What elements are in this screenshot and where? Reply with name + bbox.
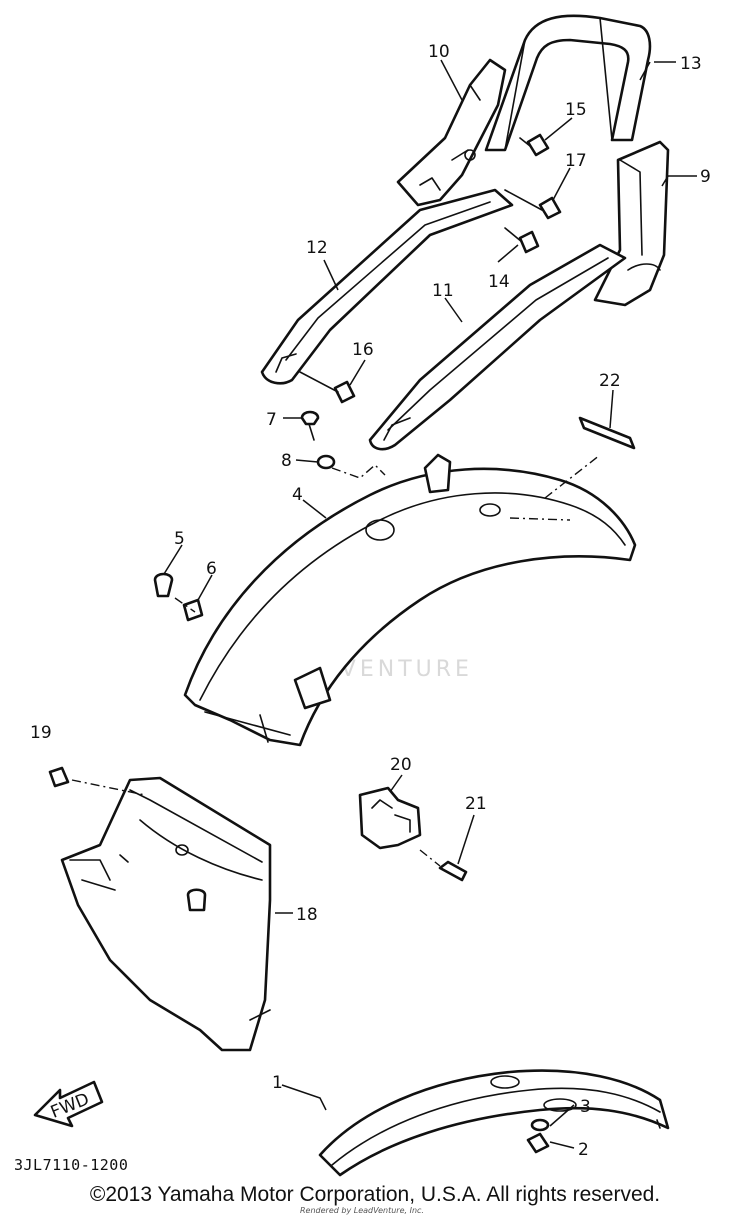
part-label: 15: [565, 100, 587, 120]
nut-8: [316, 454, 336, 470]
part-label: 10: [428, 42, 450, 62]
part-label: 20: [390, 755, 412, 775]
part-label: 4: [292, 485, 303, 505]
fwd-arrow: FWD: [33, 1080, 104, 1128]
label-22: [578, 416, 636, 450]
part-label: 14: [488, 272, 510, 292]
copyright-footer: ©2013 Yamaha Motor Corporation, U.S.A. A…: [89, 1183, 661, 1206]
part-label: 8: [281, 451, 292, 471]
part-label: 9: [700, 167, 711, 187]
bolt-5: [153, 572, 174, 598]
part-label: 12: [306, 238, 328, 258]
bolt-15: [519, 133, 550, 157]
drawing-code: 3JL7110-1200: [14, 1156, 129, 1174]
part-label: 5: [174, 529, 185, 549]
screw-21: [419, 849, 468, 882]
bolt-16: [299, 371, 356, 404]
part-label: 22: [599, 371, 621, 391]
part-label: 18: [296, 905, 318, 925]
part-label: 6: [206, 559, 217, 579]
part-label: 11: [432, 281, 454, 301]
grab-bar-13: [484, 14, 652, 152]
front-fender-1: [318, 1069, 670, 1177]
part-labels: 10 13 15 17 9 12 14 11 16 22 7 8 4 5 6 1…: [30, 42, 711, 1160]
part-label: 16: [352, 340, 374, 360]
rear-fender-4: [183, 453, 637, 747]
grab-bar-bracket-10: [396, 58, 507, 207]
bolt-2: [526, 1132, 550, 1154]
bolt-17: [504, 189, 562, 220]
part-label: 7: [266, 410, 277, 430]
grab-bar-stay-11: [368, 243, 627, 451]
grab-bar-bracket-9: [593, 140, 670, 307]
part-label: 21: [465, 794, 487, 814]
bolt-14: [504, 227, 540, 254]
rendered-by-credit: Rendered by LeadVenture, Inc.: [300, 1206, 424, 1215]
part-label: 3: [580, 1097, 591, 1117]
part-label: 2: [578, 1140, 589, 1160]
washer-3: [530, 1118, 550, 1132]
part-label: 17: [565, 151, 587, 171]
part-label: 13: [680, 54, 702, 74]
leader-lines: [163, 59, 697, 1149]
grab-bar-stay-12: [260, 188, 514, 385]
inner-fender-18: [60, 776, 272, 1052]
part-label: 1: [272, 1073, 283, 1093]
bracket-20: [358, 786, 422, 850]
bolt-7: [300, 410, 320, 441]
part-label: 19: [30, 723, 52, 743]
bolt-19: [48, 766, 146, 796]
